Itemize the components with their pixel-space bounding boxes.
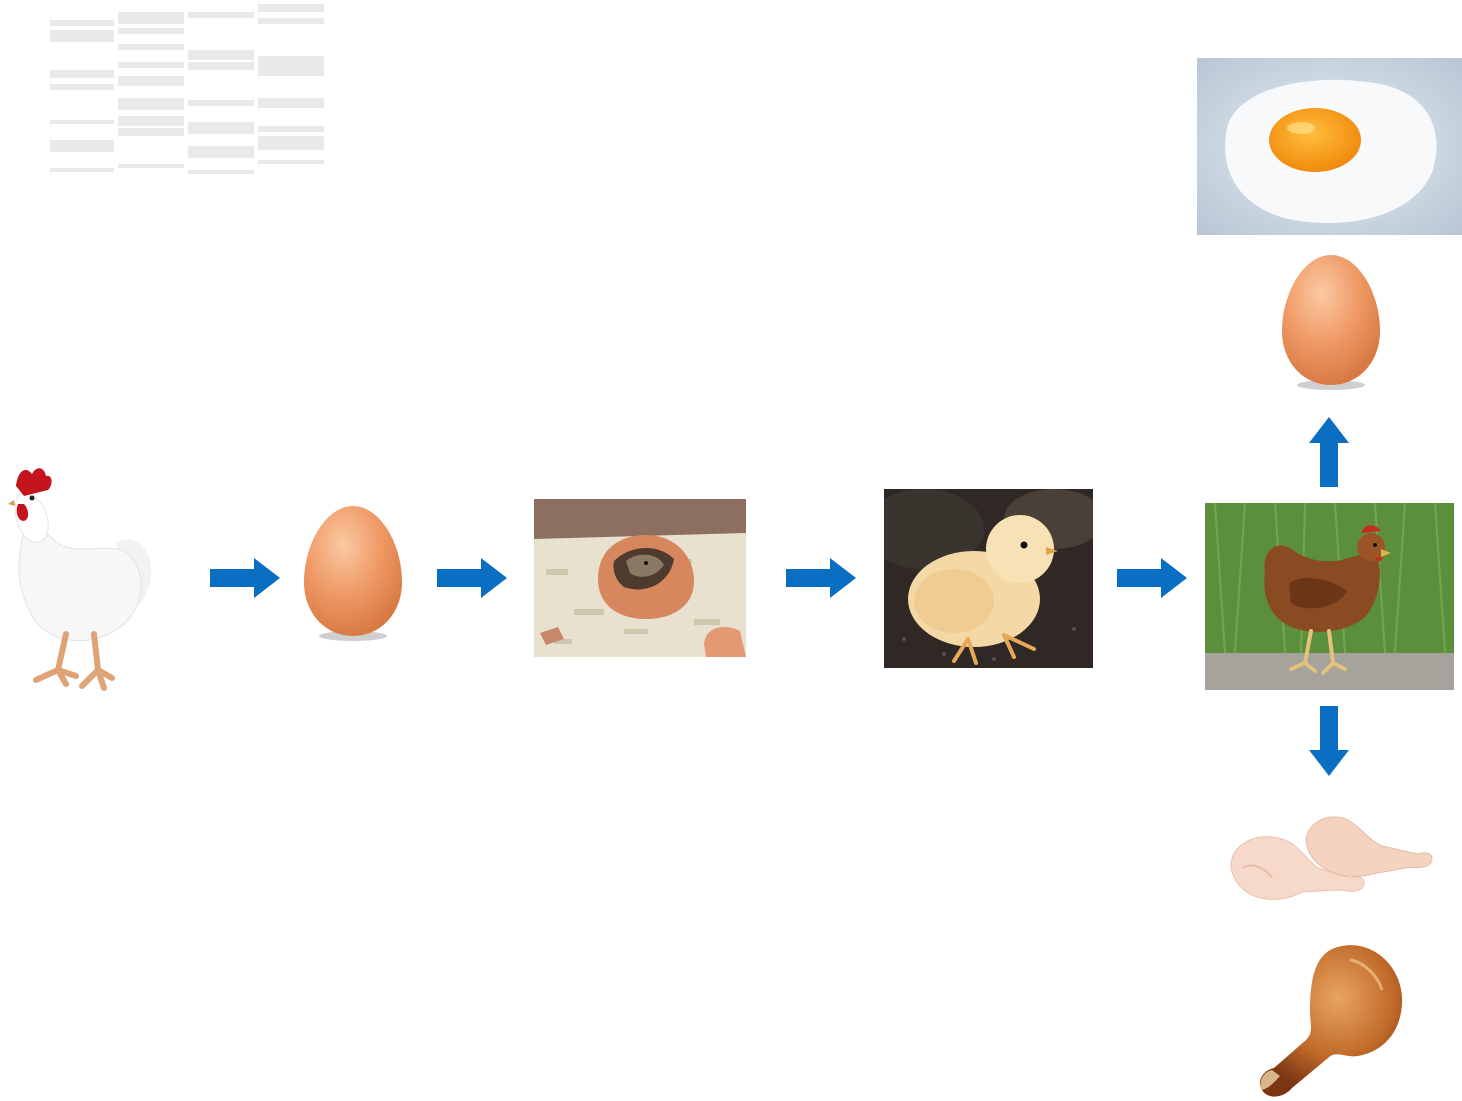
white-rooster-icon <box>8 468 152 691</box>
raw-chicken-legs-icon <box>1230 816 1433 900</box>
flow-arrow-right <box>1117 558 1187 598</box>
flow-arrow-up <box>1309 417 1349 487</box>
fried-egg-photo <box>1197 58 1462 235</box>
egg-output-icon <box>1282 255 1380 390</box>
faint-watermark-block <box>50 4 324 174</box>
flow-arrow-right <box>210 558 280 598</box>
flow-arrow-down <box>1309 706 1349 776</box>
brown-hen-photo <box>1205 503 1454 690</box>
hatching-chick-photo <box>534 499 746 657</box>
flow-arrow-right <box>437 558 507 598</box>
flow-arrow-right <box>786 558 856 598</box>
roasted-chicken-leg-icon <box>1259 945 1403 1097</box>
yellow-chick-photo <box>884 489 1093 668</box>
egg-icon <box>304 506 402 641</box>
